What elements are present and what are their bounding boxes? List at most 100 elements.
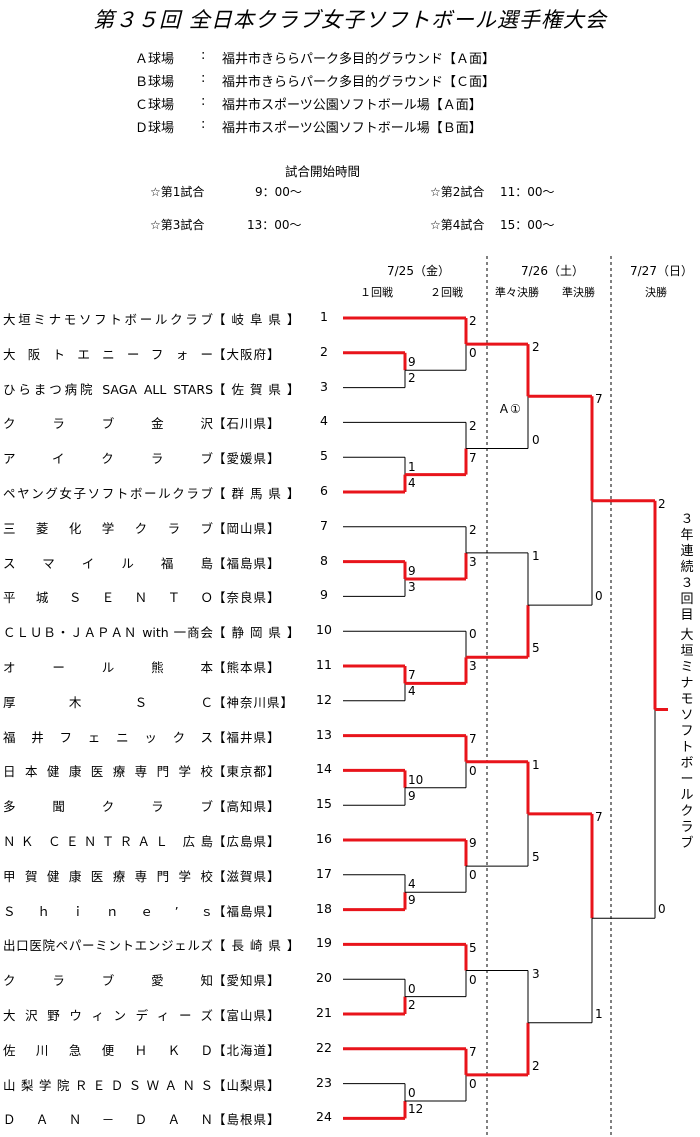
sf-score-bottom-2: 1 xyxy=(595,1006,603,1021)
r2-score-top-7: 5 xyxy=(469,940,477,955)
r1-score-top-8: 0 xyxy=(408,1086,416,1100)
r1-score-top-7: 0 xyxy=(408,981,416,996)
game1-label: ☆第1試合 xyxy=(150,185,205,199)
r2-score-top-5: 7 xyxy=(469,731,477,746)
sf-score-top-1: 7 xyxy=(595,392,603,407)
team-seed-5: 5 xyxy=(320,448,328,464)
team-pref-16: 【広島県】 xyxy=(213,834,281,849)
sf-score-bottom-1: 0 xyxy=(595,589,603,604)
team-seed-22: 22 xyxy=(316,1039,332,1055)
game4-label: ☆第4試合 xyxy=(430,218,485,232)
venue-place-2: 福井市きららパーク多目的グラウンド【Ｃ面】 xyxy=(222,75,496,90)
r2-score-top-1: 2 xyxy=(469,314,477,329)
qf-score-bottom-4: 2 xyxy=(532,1058,540,1073)
team-seed-11: 11 xyxy=(316,657,332,672)
team-seed-3: 3 xyxy=(320,378,328,394)
team-name-24: ＤＡＮ－ＤＡＮ xyxy=(3,1112,213,1128)
r1-score-top-5: 10 xyxy=(408,772,424,787)
team-seed-4: 4 xyxy=(320,413,328,429)
team-seed-16: 16 xyxy=(316,831,332,846)
venue-sep-4: : xyxy=(201,117,206,132)
r1-score-top-1: 9 xyxy=(408,355,416,370)
game4-time: 15：00～ xyxy=(500,218,555,232)
team-pref-5: 【愛媛県】 xyxy=(213,451,281,467)
team-pref-17: 【滋賀県】 xyxy=(213,868,281,884)
team-name-1: 大垣ミナモソフトボールクラブ xyxy=(3,312,213,327)
r2-score-top-4: 0 xyxy=(469,627,477,642)
round-label-r2: ２回戦 xyxy=(430,286,463,299)
team-seed-7: 7 xyxy=(320,517,328,533)
r2-score-bottom-1: 0 xyxy=(469,346,477,361)
final-score-bottom: 0 xyxy=(658,902,666,917)
r2-score-bottom-5: 0 xyxy=(469,763,477,778)
team-name-14: 日本健康医療専門学校 xyxy=(3,764,213,780)
team-name-17: 甲賀健康医療専門学校 xyxy=(3,868,213,884)
schedule-heading: 試合開始時間 xyxy=(285,164,361,179)
team-seed-18: 18 xyxy=(316,900,332,916)
r1-score-top-3: 9 xyxy=(408,564,416,578)
team-seed-14: 14 xyxy=(316,761,332,777)
team-seed-24: 24 xyxy=(316,1109,332,1125)
qf-score-top-1: 2 xyxy=(532,340,540,355)
team-seed-2: 2 xyxy=(320,343,328,359)
team-seed-8: 8 xyxy=(320,552,328,568)
team-name-22: 佐川急便ＨＫＤ xyxy=(3,1042,213,1058)
round-label-sf: 準決勝 xyxy=(562,286,595,299)
team-pref-20: 【愛知県】 xyxy=(213,973,281,989)
venue-name-3: Ｃ球場 xyxy=(135,98,175,113)
team-seed-15: 15 xyxy=(316,796,332,812)
r1-score-bottom-5: 9 xyxy=(408,788,416,803)
team-name-16: ＮＫ ＣＥＮＴＲＡＬ 広島 xyxy=(3,834,213,849)
qf-score-top-2: 1 xyxy=(532,548,540,563)
qf-score-bottom-2: 5 xyxy=(532,641,540,656)
r1-score-bottom-6: 9 xyxy=(408,893,416,908)
team-pref-19: 【 長 崎 県 】 xyxy=(213,938,301,954)
team-seed-12: 12 xyxy=(316,691,332,707)
team-name-4: クラブ金沢 xyxy=(3,416,213,432)
team-name-23: 山梨学院ＲＥＤＳＷＡＮＳ xyxy=(3,1077,213,1093)
team-seed-23: 23 xyxy=(316,1074,332,1090)
qf-venue-mark: Ａ① xyxy=(498,402,521,416)
date-day3: 7/27（日） xyxy=(630,264,693,278)
qf-score-top-4: 3 xyxy=(532,966,540,981)
team-pref-4: 【石川県】 xyxy=(213,416,281,432)
team-pref-7: 【岡山県】 xyxy=(213,520,281,536)
team-pref-15: 【高知県】 xyxy=(213,799,281,815)
game2-label: ☆第2試合 xyxy=(430,185,485,199)
qf-score-bottom-3: 5 xyxy=(532,850,540,865)
champion-name-text: 大垣ミナモソフトボールクラブ xyxy=(680,628,694,851)
team-name-11: オール熊本 xyxy=(3,660,213,675)
r1-score-bottom-7: 2 xyxy=(408,997,416,1012)
team-pref-10: 【 静 岡 県 】 xyxy=(213,625,301,641)
date-day2: 7/26（土） xyxy=(521,264,584,278)
r2-score-top-8: 7 xyxy=(469,1044,477,1059)
team-pref-18: 【福島県】 xyxy=(213,903,281,919)
game3-label: ☆第3試合 xyxy=(150,218,205,232)
team-seed-1: 1 xyxy=(320,309,328,324)
game1-time: 9：00～ xyxy=(255,185,302,199)
team-pref-14: 【東京都】 xyxy=(213,764,281,780)
team-name-20: クラブ愛知 xyxy=(3,973,213,989)
r1-score-bottom-2: 4 xyxy=(408,475,416,490)
team-pref-21: 【富山県】 xyxy=(213,1008,281,1023)
venue-name-1: Ａ球場 xyxy=(135,52,175,67)
champion-name: 大垣ミナモソフトボールクラブ xyxy=(676,628,698,852)
r2-score-top-6: 9 xyxy=(469,836,477,851)
team-pref-3: 【 佐 賀 県 】 xyxy=(213,381,301,397)
team-pref-6: 【 群 馬 県 】 xyxy=(213,486,301,501)
team-seed-19: 19 xyxy=(316,935,332,951)
venue-name-2: Ｂ球場 xyxy=(135,75,175,90)
team-name-8: スマイル福島 xyxy=(3,555,213,571)
r1-score-top-6: 4 xyxy=(408,877,416,892)
team-seed-9: 9 xyxy=(320,587,328,603)
team-pref-11: 【熊本県】 xyxy=(213,660,281,675)
r2-score-bottom-3: 3 xyxy=(469,554,477,569)
qf-score-top-3: 1 xyxy=(532,757,540,772)
qf-score-bottom-1: 0 xyxy=(532,432,540,447)
venue-place-1: 福井市きららパーク多目的グラウンド【Ａ面】 xyxy=(222,52,496,67)
team-pref-22: 【北海道】 xyxy=(213,1042,281,1058)
team-seed-13: 13 xyxy=(316,726,332,742)
